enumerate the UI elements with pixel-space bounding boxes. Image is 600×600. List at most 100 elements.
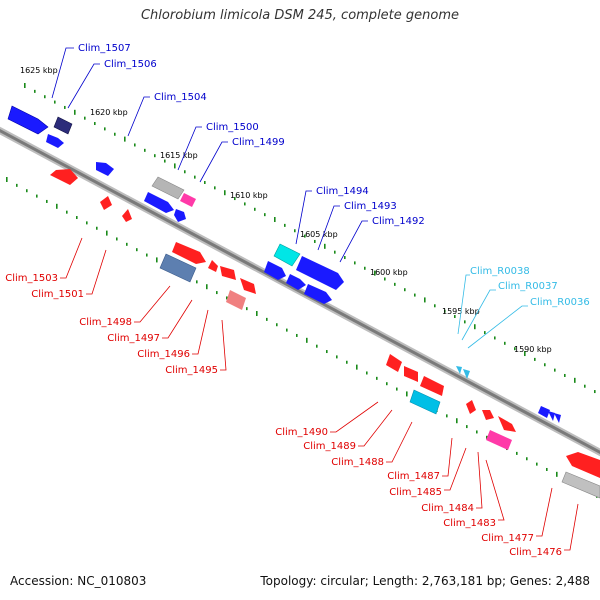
tick-mark-lower — [536, 462, 538, 466]
label-clim-1476[interactable]: Clim_1476 — [509, 547, 562, 558]
label-clim-1489[interactable]: Clim_1489 — [303, 441, 356, 452]
rna-clim-r0037[interactable] — [463, 369, 470, 379]
gene-small-r2[interactable] — [220, 266, 236, 280]
rna-clim-r0038[interactable] — [456, 366, 462, 374]
label-clim-1483[interactable]: Clim_1483 — [443, 518, 496, 529]
gene-small-4[interactable] — [304, 284, 332, 304]
reverse-labels: Clim_1503 Clim_1501 Clim_1498 Clim_1497 … — [5, 273, 562, 558]
gene-clim-1494[interactable] — [296, 256, 344, 290]
gene-small-2[interactable] — [144, 192, 174, 213]
gene-clim-1476[interactable] — [561, 471, 600, 499]
tick-mark-upper — [74, 109, 76, 115]
label-clim-1497[interactable]: Clim_1497 — [107, 333, 160, 344]
label-clim-r0037[interactable]: Clim_R0037 — [498, 281, 558, 292]
reverse-genes — [50, 169, 600, 499]
gene-small-r1[interactable] — [122, 209, 132, 222]
gene-clim-1495[interactable] — [226, 290, 246, 310]
label-clim-1492[interactable]: Clim_1492 — [372, 216, 425, 227]
label-clim-1507[interactable]: Clim_1507 — [78, 43, 131, 54]
scale-label-1625: 1625 kbp — [20, 66, 58, 75]
accession-text: Accession: NC_010803 — [10, 574, 147, 588]
genome-backbone — [0, 126, 600, 457]
gene-clim-1487[interactable] — [409, 389, 441, 415]
label-clim-1500[interactable]: Clim_1500 — [206, 122, 259, 133]
gene-clim-1504[interactable] — [46, 134, 64, 148]
gene-small-r4[interactable] — [498, 416, 516, 432]
tick-mark-upper — [384, 277, 386, 281]
label-clim-1503[interactable]: Clim_1503 — [5, 273, 58, 284]
tick-mark-upper — [204, 180, 206, 184]
label-clim-1485[interactable]: Clim_1485 — [389, 487, 442, 498]
tick-mark-upper — [584, 384, 586, 388]
tick-mark-lower — [466, 425, 468, 429]
gene-clim-1490[interactable] — [386, 354, 402, 372]
gene-clim-1496[interactable] — [208, 260, 218, 272]
gene-clim-1483[interactable] — [486, 430, 512, 450]
label-clim-1487[interactable]: Clim_1487 — [387, 471, 440, 482]
tick-mark-lower — [36, 194, 38, 198]
tick-mark-lower — [6, 177, 8, 182]
label-clim-1490[interactable]: Clim_1490 — [275, 427, 328, 438]
gene-clim-1506[interactable] — [53, 116, 73, 135]
tick-mark-lower — [76, 216, 78, 220]
label-clim-1488[interactable]: Clim_1488 — [331, 457, 384, 468]
label-clim-1495[interactable]: Clim_1495 — [165, 365, 218, 376]
tick-mark-upper — [104, 127, 106, 131]
label-clim-1506[interactable]: Clim_1506 — [104, 59, 157, 70]
label-clim-r0038[interactable]: Clim_R0038 — [470, 266, 530, 277]
gene-small-7[interactable] — [554, 413, 561, 423]
tick-mark-lower — [346, 360, 348, 364]
gene-clim-1493[interactable] — [264, 261, 286, 280]
gene-clim-1501[interactable] — [100, 196, 112, 210]
gene-clim-1499[interactable] — [180, 193, 196, 207]
tick-mark-upper — [354, 261, 356, 265]
gene-clim-1500[interactable] — [151, 176, 185, 200]
genome-title: Chlorobium limicola DSM 245, complete ge… — [140, 8, 460, 23]
genome-summary-text: Topology: circular; Length: 2,763,181 bp… — [260, 574, 590, 588]
tick-mark-upper — [374, 270, 376, 276]
tick-mark-upper — [254, 207, 256, 211]
tick-mark-upper — [364, 266, 366, 270]
gene-clim-1485[interactable] — [466, 400, 476, 414]
tick-mark-upper — [304, 234, 306, 238]
label-clim-1477[interactable]: Clim_1477 — [481, 533, 534, 544]
label-clim-1498[interactable]: Clim_1498 — [79, 317, 132, 328]
label-clim-1494[interactable]: Clim_1494 — [316, 186, 369, 197]
tick-mark-upper — [184, 170, 186, 174]
label-clim-1501[interactable]: Clim_1501 — [31, 289, 84, 300]
gene-clim-1497[interactable] — [159, 253, 197, 283]
tick-mark-upper — [394, 282, 396, 286]
tick-mark-upper — [174, 163, 176, 169]
tick-mark-lower — [106, 230, 108, 236]
tick-mark-lower — [26, 189, 28, 193]
tick-mark-upper — [564, 373, 566, 377]
label-clim-1499[interactable]: Clim_1499 — [232, 137, 285, 148]
label-clim-1493[interactable]: Clim_1493 — [344, 201, 397, 212]
label-clim-1496[interactable]: Clim_1496 — [137, 349, 190, 360]
gene-small-5[interactable] — [538, 406, 550, 418]
tick-mark-upper — [494, 336, 496, 340]
gene-clim-1503[interactable] — [50, 169, 78, 185]
gene-clim-1477[interactable] — [566, 452, 600, 478]
gene-small-3[interactable] — [174, 209, 186, 222]
gene-clim-1488[interactable] — [420, 376, 444, 396]
gene-clim-1498[interactable] — [172, 242, 206, 264]
tick-mark-lower — [86, 221, 88, 225]
gene-clim-1489[interactable] — [404, 366, 418, 382]
gene-clim-1484[interactable] — [482, 410, 494, 420]
label-clim-1504[interactable]: Clim_1504 — [154, 92, 207, 103]
label-clim-1484[interactable]: Clim_1484 — [421, 503, 474, 514]
scale-label-1605: 1605 kbp — [300, 230, 338, 239]
tick-mark-lower — [206, 284, 208, 290]
tick-mark-lower — [386, 382, 388, 386]
rna-labels: Clim_R0038 Clim_R0037 Clim_R0036 — [470, 266, 590, 308]
label-clim-r0036[interactable]: Clim_R0036 — [530, 297, 590, 308]
gene-clim-1492[interactable] — [286, 274, 306, 290]
tick-mark-lower — [96, 226, 98, 230]
gene-cyan-1[interactable] — [273, 243, 301, 267]
gene-small-1[interactable] — [96, 162, 114, 176]
gene-small-6[interactable] — [548, 411, 555, 421]
gene-small-r3[interactable] — [240, 278, 256, 294]
gene-clim-1507[interactable] — [7, 105, 49, 135]
